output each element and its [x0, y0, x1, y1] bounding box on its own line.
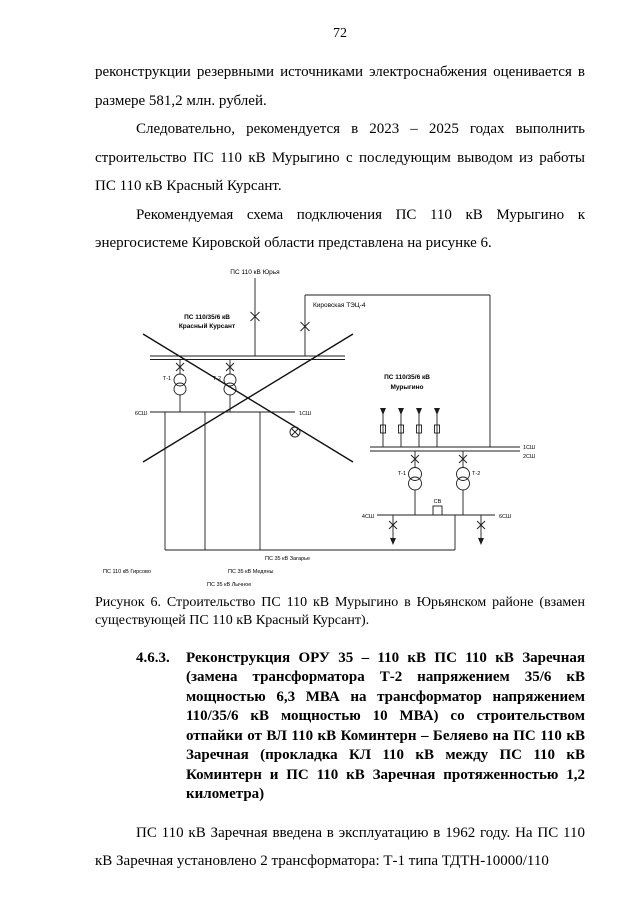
scheme-labels: ПС 110 кВ Юрья Кировская ТЭЦ-4 ПС 110/35…: [103, 269, 535, 588]
substation-scheme-svg: ПС 110 кВ Юрья Кировская ТЭЦ-4 ПС 110/35…: [103, 269, 535, 588]
label-right-station-line2: Мурыгино: [390, 384, 423, 391]
label-ps-girsovo: ПС 110 кВ Гирсово: [103, 569, 151, 575]
figure-6: ПС 110 кВ Юрья Кировская ТЭЦ-4 ПС 110/35…: [95, 262, 585, 592]
page-number: 72: [333, 26, 347, 41]
label-left-bus-6ssh: 6СШ: [135, 411, 147, 417]
label-left-t2: Т-2: [213, 376, 221, 382]
label-right-bus-4ssh: 4СШ: [362, 514, 374, 520]
label-left-station-line2: Красный Курсант: [179, 322, 235, 330]
paragraph-3: Рекомендуемая схема подключения ПС 110 к…: [95, 206, 585, 252]
label-line-yurya: ПС 110 кВ Юрья: [230, 269, 280, 276]
scheme-arrows: [380, 407, 484, 545]
label-right-bus-2ssh: 2СШ: [523, 454, 535, 460]
label-section-breaker: СВ: [434, 499, 442, 505]
paragraph-1: реконструкции резервными источниками эле…: [95, 64, 585, 109]
label-ps-zagarye: ПС 35 кВ Загарье: [265, 556, 310, 562]
section-title: Реконструкция ОРУ 35 – 110 кВ ПС 110 кВ …: [186, 649, 585, 803]
label-left-t1: Т-1: [163, 376, 171, 382]
label-left-bus-1ssh: 1СШ: [299, 411, 311, 417]
label-left-station-line1: ПС 110/35/6 кВ: [184, 314, 230, 321]
section-number: 4.6.3.: [136, 649, 170, 666]
section-heading-4-6-3: 4.6.3. Реконструкция ОРУ 35 – 110 кВ ПС …: [136, 649, 585, 805]
label-right-t2: Т-2: [472, 471, 480, 477]
label-right-bus-1ssh: 1СШ: [523, 445, 535, 451]
label-ps-lychnoe: ПС 35 кВ Лычное: [207, 582, 251, 588]
paragraph-2: Следовательно, рекомендуется в 2023 – 20…: [95, 121, 585, 194]
figure-caption: Рисунок 6. Строительство ПС 110 кВ Мурыг…: [95, 594, 585, 629]
decommission-cross: [142, 332, 354, 463]
label-right-t1: Т-1: [398, 471, 406, 477]
paragraph-4: ПС 110 кВ Заречная введена в эксплуатаци…: [95, 824, 585, 870]
label-right-station-line1: ПС 110/35/6 кВ: [384, 374, 430, 381]
label-tec4: Кировская ТЭЦ-4: [313, 302, 366, 309]
label-ps-medyany: ПС 35 кВ Медяны: [228, 569, 274, 575]
label-right-bus-6ssh: 6СШ: [499, 514, 511, 520]
